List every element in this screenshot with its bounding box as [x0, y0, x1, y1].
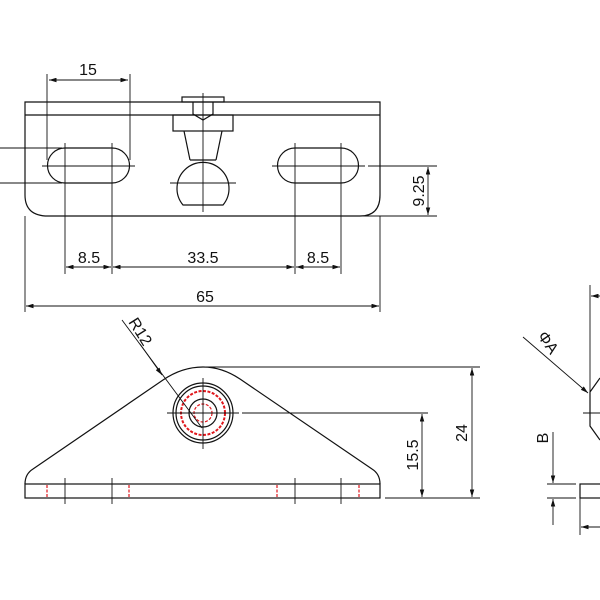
dim-slot-height: 9.25: [411, 175, 428, 206]
dim-diameter: ΦA: [534, 329, 562, 358]
dim-overall-length: 65: [196, 289, 214, 306]
slot-left: [46, 147, 131, 184]
base-slot-edges: [64, 478, 342, 504]
dim-slot-width-right: 8.5: [307, 250, 329, 267]
top-view: 15 8.5 33.5 8.5 65 9.25: [0, 62, 437, 312]
extension-lines: [0, 74, 437, 312]
slot-right: [276, 147, 360, 184]
front-view: R12 15.5 24: [24, 315, 480, 504]
dim-thickness: B: [535, 433, 552, 444]
dim-total-height: 24: [454, 424, 471, 442]
plate-outline: [24, 101, 381, 217]
side-view: ΦA B: [522, 285, 600, 535]
dim-radius: R12: [125, 315, 155, 349]
pivot-hole: [167, 378, 239, 449]
front-extension-lines: [206, 366, 480, 499]
base-plate: [24, 483, 381, 499]
bracket-outline: [24, 366, 381, 485]
dim-hole-height: 15.5: [405, 439, 422, 470]
dim-slot-spacing: 33.5: [187, 250, 218, 267]
dim-slot-pitch: 15: [79, 62, 97, 79]
center-lines: [42, 93, 365, 212]
hidden-lines: [46, 485, 360, 497]
radius-leader: [121, 319, 203, 429]
ball-profile: [589, 377, 600, 441]
dimension-lines: [26, 77, 431, 309]
dim-slot-width-left: 8.5: [78, 250, 100, 267]
diameter-leader: [522, 336, 589, 394]
side-base: [579, 483, 600, 499]
